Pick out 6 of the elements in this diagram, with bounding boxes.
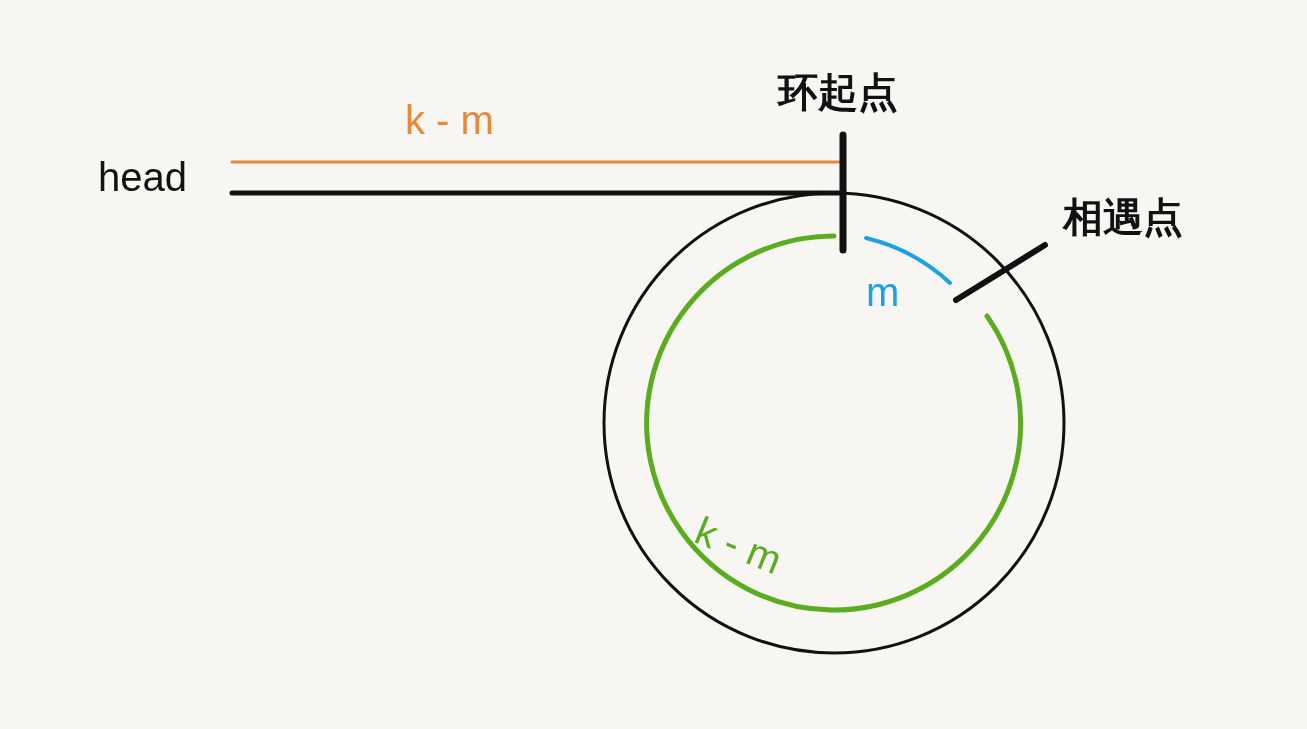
length-label: m (866, 272, 900, 312)
length-label: k - m (405, 100, 494, 140)
meeting-point-label: 相遇点 (1063, 197, 1183, 237)
cycle-start-label: 环起点 (778, 72, 898, 112)
head-label: head (98, 157, 187, 197)
length-label: k - m (690, 510, 788, 581)
